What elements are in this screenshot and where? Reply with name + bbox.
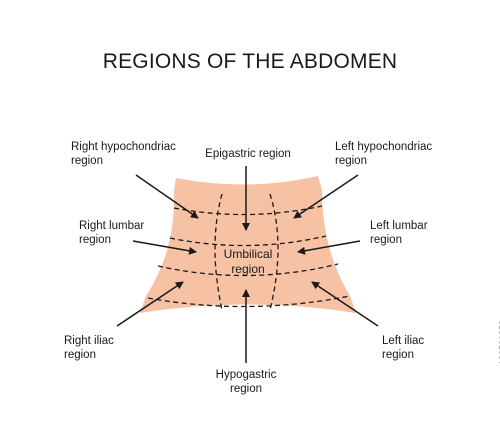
label-left-lumbar: Left lumbar region	[370, 220, 428, 246]
arrow-right-iliac	[116, 281, 184, 327]
abdomen-shape	[140, 176, 356, 313]
divider-mid-upper	[169, 235, 327, 247]
arrow-left-lumbar	[297, 240, 361, 255]
label-left-iliac: Left iliac region	[382, 335, 425, 361]
label-right-lumbar: Right lumbar region	[79, 220, 145, 246]
label-right-hypochondriac: Right hypochondriac region	[71, 141, 176, 167]
label-epigastric: Epigastric region	[205, 148, 291, 160]
diagram-title: REGIONS OF THE ABDOMEN	[102, 50, 398, 73]
pointer-arrows	[116, 166, 379, 363]
divider-right-vertical	[269, 193, 279, 311]
label-right-iliac: Right iliac region	[64, 335, 114, 361]
label-hypogastric: Hypogastric region	[215, 369, 277, 395]
label-left-hypochondriac: Left hypochondriac region	[335, 141, 433, 167]
label-umbilical: Umbilical region	[223, 247, 273, 276]
divider-mid-lower	[157, 263, 339, 277]
arrow-right-lumbar	[132, 240, 197, 255]
arrow-left-hypochondriac	[293, 174, 359, 219]
arrow-left-iliac	[311, 281, 379, 327]
arrow-right-hypochondriac	[135, 174, 199, 219]
divider-left-vertical	[214, 193, 223, 311]
